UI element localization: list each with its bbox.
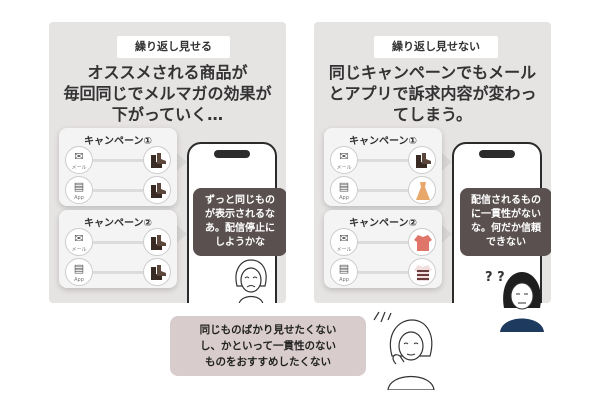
sweat-marks-icon (373, 311, 392, 323)
connector-line (93, 159, 143, 162)
left-panel-title: オススメされる商品が 毎回同じでメルマガの効果が 下がっていく… (63, 63, 272, 124)
shirt-icon (408, 228, 436, 256)
channel-label: メール (71, 247, 87, 253)
mail-icon: ✉ (74, 232, 84, 245)
boots-icon (143, 258, 171, 286)
mail-icon: ✉ (339, 150, 349, 163)
channel-label: App (339, 195, 349, 201)
campaign-card-1: キャンペーン① ✉ メール ▤ App (59, 128, 177, 206)
right-panel: 繰り返し見せない 同じキャンペーンでもメール とアプリで訴求内容が変わっ てしま… (314, 22, 551, 303)
connector-line (358, 241, 408, 244)
troubled-woman-illustration (387, 319, 435, 390)
left-panel-tab: 繰り返し見せる (117, 36, 230, 58)
bottom-speech-bubble: 同じものばかり見せたくない し、かといって一貫性のない ものをおすすめしたくない (170, 316, 366, 376)
campaign-card-2: キャンペーン② ✉ メール ▤ App (324, 210, 442, 288)
mail-channel: ✉ メール (330, 228, 358, 256)
phone-notch (214, 150, 250, 158)
right-panel-title: 同じキャンペーンでもメール とアプリで訴求内容が変わっ てしまう。 (328, 63, 537, 124)
channel-label: App (74, 277, 84, 283)
campaign-title: キャンペーン② (84, 218, 152, 229)
dress-icon (408, 176, 436, 204)
mail-icon: ✉ (74, 150, 84, 163)
striped-shirt-icon (408, 258, 436, 286)
channel-label: メール (336, 247, 352, 253)
mail-channel: ✉ メール (65, 146, 93, 174)
confused-woman-illustration (500, 272, 544, 332)
connector-line (358, 159, 408, 162)
campaign-title: キャンペーン② (349, 218, 417, 229)
right-panel-tab: 繰り返し見せない (374, 36, 498, 58)
app-icon: ▤ (73, 262, 85, 275)
campaign-title: キャンペーン① (84, 136, 152, 147)
connector-line (93, 189, 143, 192)
connector-line (93, 271, 143, 274)
channel-label: App (339, 277, 349, 283)
channel-label: App (74, 195, 84, 201)
campaign-title: キャンペーン① (349, 136, 417, 147)
app-icon: ▤ (338, 262, 350, 275)
app-channel: ▤ App (65, 258, 93, 286)
boots-icon (143, 146, 171, 174)
worried-woman-illustration (235, 259, 267, 303)
boots-icon (143, 176, 171, 204)
boots-icon (143, 228, 171, 256)
mail-channel: ✉ メール (65, 228, 93, 256)
boots-icon (408, 146, 436, 174)
left-panel: 繰り返し見せる オススメされる商品が 毎回同じでメルマガの効果が 下がっていく…… (49, 22, 286, 303)
phone-notch (479, 150, 515, 158)
app-channel: ▤ App (330, 258, 358, 286)
channel-label: メール (71, 165, 87, 171)
left-speech-bubble: ずっと同じもの が表示されるな あ。配信停止に しようかな (193, 188, 286, 256)
connector-line (93, 241, 143, 244)
app-icon: ▤ (73, 180, 85, 193)
mail-icon: ✉ (339, 232, 349, 245)
campaign-card-1: キャンペーン① ✉ メール ▤ App (324, 128, 442, 206)
app-channel: ▤ App (330, 176, 358, 204)
mail-channel: ✉ メール (330, 146, 358, 174)
app-channel: ▤ App (65, 176, 93, 204)
connector-line (358, 271, 408, 274)
right-speech-bubble: 配信されるもの に一貫性がない な。何だか信頼 できない (460, 188, 551, 256)
question-marks: ? ? (485, 270, 505, 285)
app-icon: ▤ (338, 180, 350, 193)
campaign-card-2: キャンペーン② ✉ メール ▤ App (59, 210, 177, 288)
connector-line (358, 189, 408, 192)
channel-label: メール (336, 165, 352, 171)
